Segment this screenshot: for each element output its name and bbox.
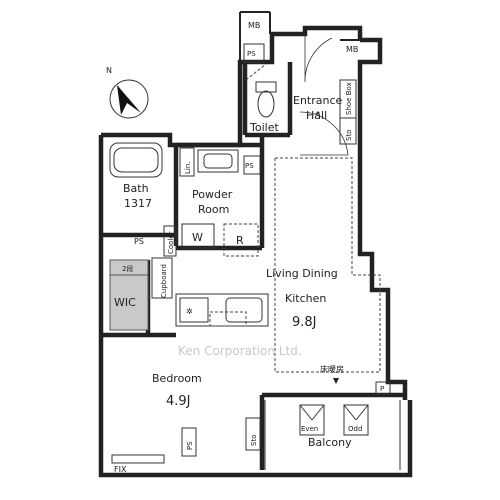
fix-label: FIX bbox=[114, 465, 127, 474]
mb-top-label: MB bbox=[248, 21, 260, 30]
refrigerator-space bbox=[223, 223, 259, 257]
entrance-door bbox=[304, 34, 333, 83]
bath-size-label: 1317 bbox=[124, 197, 152, 210]
sto-hall-label: Sto bbox=[345, 130, 353, 141]
outer-walls bbox=[98, 11, 413, 478]
shoe-box-label: Shoe Box bbox=[345, 82, 353, 115]
kitchen-counter bbox=[175, 293, 269, 327]
lin-label: Lin. bbox=[184, 161, 192, 174]
washbasin bbox=[197, 149, 239, 173]
fix-window bbox=[111, 454, 165, 464]
compass: N bbox=[106, 66, 149, 119]
outdoor-unit-even bbox=[299, 404, 325, 436]
stove-icon: ✲ bbox=[186, 307, 193, 316]
cupboard-label: Cupboard bbox=[160, 264, 168, 298]
wic-area bbox=[109, 274, 149, 331]
ps-powder-label: PS bbox=[245, 162, 254, 170]
ps-bath-label: PS bbox=[134, 237, 144, 246]
bedroom-size-label: 4.9J bbox=[166, 394, 191, 409]
floor-heating-label: 床暖房 bbox=[320, 364, 344, 374]
entrance-label: Entrance bbox=[293, 94, 343, 107]
hall-label: Hall bbox=[306, 109, 327, 122]
compass-north-label: N bbox=[106, 66, 112, 75]
cooler-label: Cooler bbox=[167, 231, 175, 254]
bathtub bbox=[109, 142, 163, 178]
refrigerator-label: R bbox=[236, 234, 244, 247]
toilet-label: Toilet bbox=[249, 121, 279, 134]
ps-toilet-label: PS bbox=[247, 50, 256, 58]
stove bbox=[179, 297, 209, 323]
watermark: Ken Corporation Ltd. bbox=[178, 344, 302, 358]
odd-label: Odd bbox=[348, 425, 362, 433]
bath-label: Bath bbox=[123, 182, 149, 195]
p-balcony-label: P bbox=[380, 385, 384, 393]
powder-label: Powder bbox=[192, 188, 233, 201]
bedroom-label: Bedroom bbox=[152, 372, 202, 385]
washer-label: W bbox=[192, 231, 203, 244]
even-label: Even bbox=[301, 425, 318, 433]
ldk-label: Living Dining bbox=[266, 267, 338, 280]
ps-bedroom-label: PS bbox=[186, 441, 194, 450]
washer-space bbox=[181, 223, 215, 249]
kitchen-sink bbox=[225, 297, 263, 323]
hall-door bbox=[299, 111, 349, 156]
toilet-bowl-icon bbox=[257, 90, 275, 118]
sto-balcony-label: Sto bbox=[250, 435, 258, 446]
floor-heating-marker-icon bbox=[333, 378, 339, 384]
outdoor-unit-odd bbox=[343, 404, 369, 436]
kitchen-label: Kitchen bbox=[285, 292, 326, 305]
powder-room-label: Room bbox=[198, 203, 229, 216]
mb-right-label: MB bbox=[346, 45, 358, 54]
ldk-size-label: 9.8J bbox=[292, 315, 317, 330]
balcony-label: Balcony bbox=[308, 436, 352, 449]
wic-label: WIC bbox=[114, 296, 136, 309]
shelf-label: 2段 bbox=[122, 264, 133, 273]
north-arrow-icon bbox=[117, 85, 141, 115]
